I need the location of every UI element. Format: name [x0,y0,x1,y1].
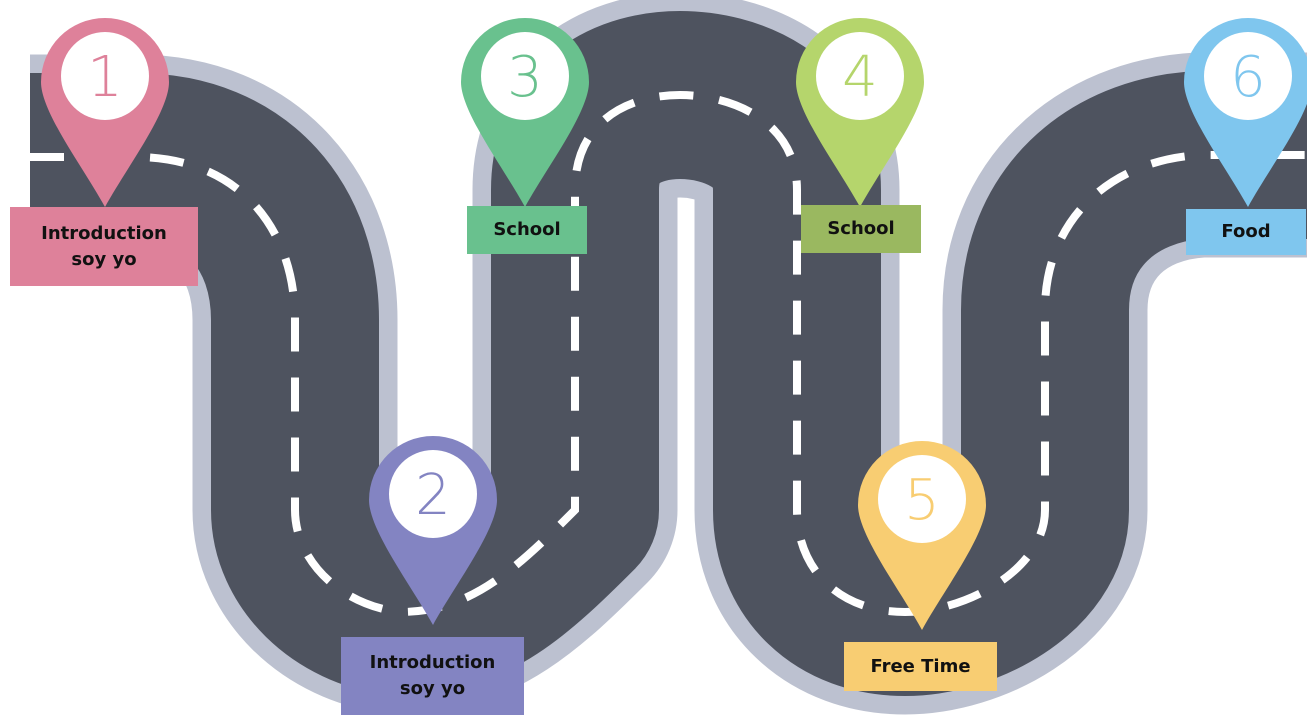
stop-label-1: Introduction soy yo [10,207,198,286]
stop-label-text: School [493,219,561,240]
pin-number-badge [389,450,477,538]
pin-number: 3 [507,45,543,110]
map-pin-4-icon: 4 [796,18,924,207]
stop-label-4: School [801,205,921,253]
map-pin-5-icon: 5 [858,441,986,630]
stop-label-text: soy yo [399,678,466,699]
pin-number: 2 [415,463,451,528]
stop-label-2: Introduction soy yo [341,637,524,715]
pin-number: 5 [904,468,940,533]
map-pin-6-icon: 6 [1184,18,1307,207]
pin-number: 1 [87,45,123,110]
stop-label-3: School [467,206,587,254]
map-pins: 1 2 3 4 5 6 [41,18,1307,630]
pin-number-badge [816,32,904,120]
pin-number-badge [61,32,149,120]
map-pin-2-icon: 2 [369,436,497,625]
road [30,0,1307,715]
stop-label-text: Introduction [369,652,496,673]
stop-label-text: Food [1221,221,1271,242]
stop-label-6: Food [1186,209,1306,255]
stop-label-text: Free Time [870,655,971,677]
pin-number: 6 [1230,45,1266,110]
map-pin-1-icon: 1 [41,18,169,207]
pin-number: 4 [842,45,878,110]
stop-label-text: Introduction [41,222,167,244]
stop-label-text: School [827,218,895,239]
stop-label-text: soy yo [71,248,137,270]
road-lane-markings [30,90,1307,617]
pin-number-badge [1204,32,1292,120]
stop-label-5: Free Time [844,642,997,691]
map-pin-3-icon: 3 [461,18,589,207]
pin-number-badge [878,455,966,543]
pin-number-badge [481,32,569,120]
